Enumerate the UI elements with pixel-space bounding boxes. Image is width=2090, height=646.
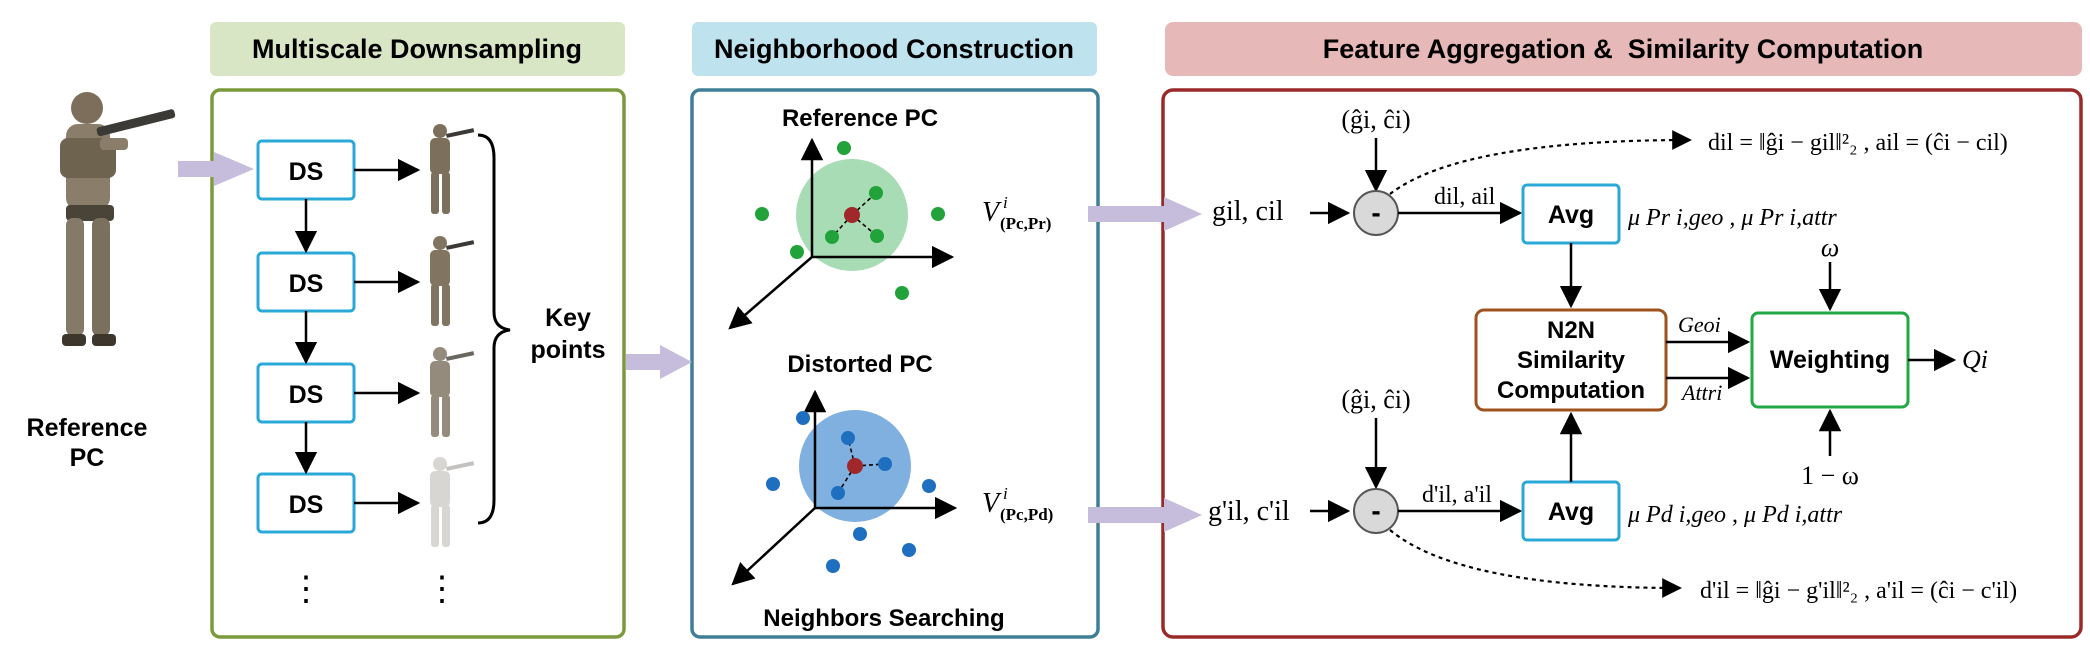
- ds-label: DS: [289, 158, 324, 186]
- v-sup: i: [1003, 193, 1008, 212]
- avg-top-label: Avg: [1548, 201, 1594, 229]
- neighbors-searching-label: Neighbors Searching: [763, 605, 1004, 632]
- flow-arrow-keypoints: [626, 345, 692, 379]
- ds-box-1: DS: [256, 139, 356, 201]
- neighborhood-title: Neighborhood Construction: [714, 34, 1074, 64]
- reference-pc-label-line1: Reference: [27, 414, 148, 442]
- diff-top: dil, ail: [1434, 184, 1496, 210]
- figure-column-ellipsis: ⋮: [425, 571, 459, 608]
- downsampled-figure-1: [430, 124, 475, 214]
- v-ref-symbol: V i (Pc,Pr): [982, 193, 1051, 233]
- ds-box-4: DS: [256, 472, 356, 534]
- one-minus-omega-label: 1 − ω: [1801, 461, 1859, 490]
- aggregation-title: Feature Aggregation & Similarity Computa…: [1323, 34, 1924, 64]
- q-output: Qi: [1962, 345, 1988, 374]
- formula-bottom-dashed-arrow: [1389, 529, 1682, 598]
- reference-pc-label-line2: PC: [70, 444, 105, 472]
- downsampled-figure-2: [430, 236, 475, 326]
- n2n-line2: Similarity: [1517, 347, 1626, 374]
- ds-column-ellipsis: ⋮: [289, 571, 323, 608]
- ref-neighborhood-plot: [728, 137, 955, 330]
- n2n-box: [1474, 308, 1668, 412]
- v-symbol: V: [982, 197, 1002, 228]
- ds-box-2: DS: [256, 251, 356, 313]
- neighborhood-panel: [690, 88, 1100, 639]
- aggregation-panel: [1161, 88, 2083, 639]
- ds-label: DS: [289, 270, 324, 298]
- input-bottom: g'il, c'il: [1208, 496, 1290, 527]
- v-symbol: V: [982, 488, 1002, 519]
- ref-pc-title: Reference PC: [782, 105, 938, 132]
- v-dist-symbol: V i (Pc,Pd): [982, 484, 1053, 524]
- diff-bottom: d'il, a'il: [1422, 482, 1492, 508]
- keypoints-bracket: [477, 133, 511, 525]
- downsampled-figure-4: [430, 457, 475, 547]
- dist-pc-title: Distorted PC: [787, 351, 932, 378]
- hat-top: (ĝi, ĉi): [1341, 105, 1410, 134]
- attr-label: Attri: [1680, 380, 1722, 405]
- omega-label: ω: [1821, 233, 1839, 262]
- formula-bottom: d'il = ‖ĝi − g'il‖²₂ , a'il = (ĉi − c'il…: [1700, 578, 2017, 604]
- key-points-line1: Key: [545, 304, 591, 332]
- formula-top: dil = ‖ĝi − gil‖²₂ , ail = (ĉi − cil): [1708, 130, 2008, 156]
- hat-bottom: (ĝi, ĉi): [1341, 385, 1410, 414]
- formula-top-dashed-arrow: [1389, 130, 1692, 195]
- n2n-line1: N2N: [1547, 317, 1595, 344]
- mu-top: μ Pr i,geo , μ Pr i,attr: [1627, 205, 1837, 231]
- aggregation-header: [1165, 22, 2082, 76]
- ds-label: DS: [289, 491, 324, 519]
- v-sup: i: [1003, 484, 1008, 503]
- downsampling-panel: [210, 88, 626, 639]
- mu-bottom: μ Pd i,geo , μ Pd i,attr: [1627, 502, 1843, 528]
- neighborhood-header: [692, 22, 1097, 76]
- v-ref-sub: (Pc,Pr): [1000, 214, 1051, 233]
- avg-bottom-label: Avg: [1548, 498, 1594, 526]
- dist-neighborhood-plot: [731, 389, 958, 586]
- key-points-line2: points: [531, 336, 606, 364]
- minus-bottom-label: -: [1371, 495, 1380, 526]
- flow-arrow-input: [178, 152, 254, 186]
- input-top: gil, cil: [1212, 196, 1284, 227]
- weighting-label: Weighting: [1770, 346, 1890, 374]
- v-dist-sub: (Pc,Pd): [1000, 505, 1053, 524]
- downsampling-title: Multiscale Downsampling: [252, 34, 582, 64]
- ds-label: DS: [289, 381, 324, 409]
- n2n-line3: Computation: [1497, 377, 1645, 404]
- flow-arrow-ref-neighborhood: [1088, 197, 1202, 231]
- ds-box-3: DS: [256, 362, 356, 424]
- flow-arrow-dist-neighborhood: [1088, 498, 1202, 532]
- geo-label: Geoi: [1678, 312, 1721, 337]
- minus-top-label: -: [1371, 197, 1380, 228]
- downsampling-header: [210, 22, 625, 76]
- reference-soldier-figure: [60, 92, 176, 346]
- downsampled-figure-3: [430, 347, 475, 437]
